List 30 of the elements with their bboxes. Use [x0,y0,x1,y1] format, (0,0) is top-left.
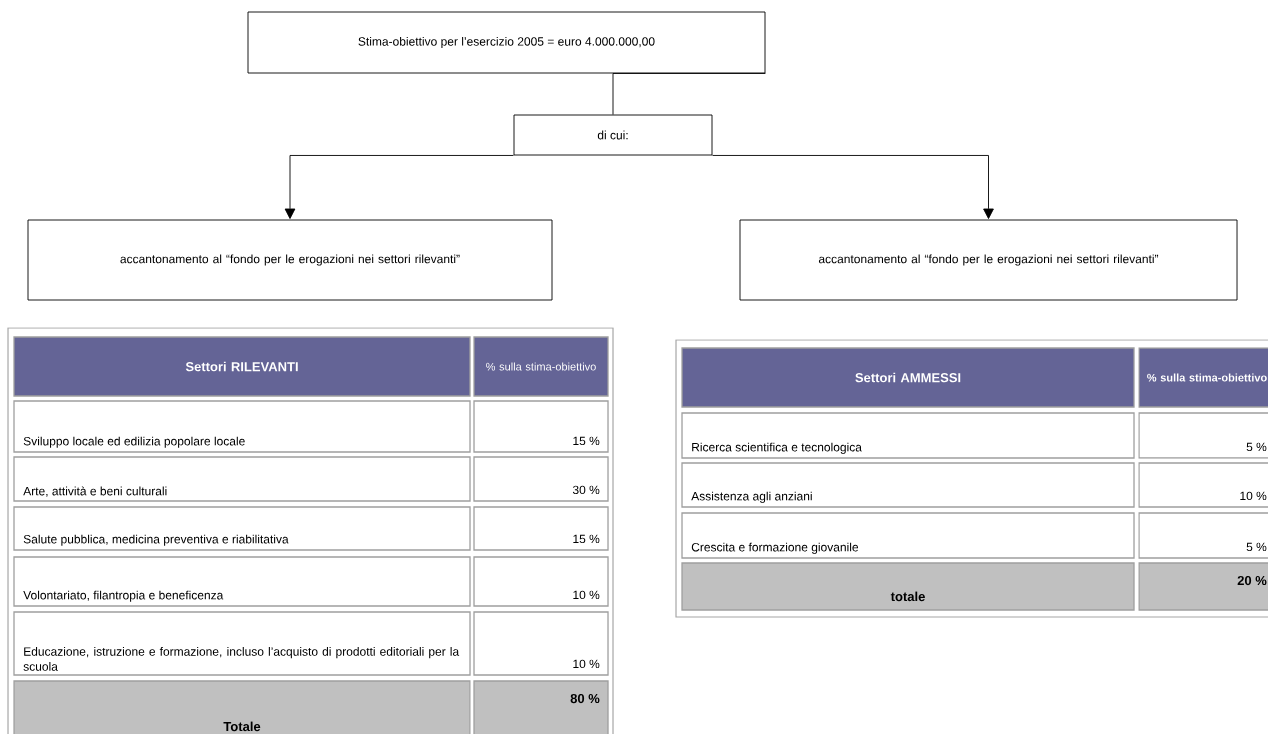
table-cell: 15 % [473,506,609,551]
text-box: accantonamento al “fondo per le erogazioni nei settori rilevanti” [27,219,553,301]
table-cell: Crescita e formazione giovanile [681,512,1135,559]
table-cell: Assistenza agli anziani [681,462,1135,508]
table-cell: Educazione, istruzione e formazione, incluso l’acquisto di prodotti editoriali per la scuola [13,611,471,676]
header-cell: % sulla stima-obiettivo [473,336,609,397]
total-cell: totale [681,562,1135,611]
table-cell: 30 % [473,456,609,502]
text-box: di cui: [513,114,713,156]
header-cell: Settori AMMESSI [681,347,1135,408]
header-cell: % sulla stima-obiettivo [1138,347,1268,408]
table-cell: Salute pubblica, medicina preventiva e riabilitativa [13,506,471,551]
text-box: Stima-obiettivo per l’esercizio 2005 = euro 4.000.000,00 [247,11,766,74]
table-cell: 15 % [473,400,609,453]
total-cell: Totale [13,680,471,734]
total-cell: 20 % [1138,562,1268,611]
table-cell: Arte, attività e beni culturali [13,456,471,502]
table-cell: Ricerca scientifica e tecnologica [681,412,1135,459]
arrow [712,155,994,219]
arrow [284,155,514,219]
table-cell: Volontariato, filantropia e beneficenza [13,556,471,607]
header-cell: Settori RILEVANTI [13,336,471,397]
total-cell: 80 % [473,680,609,734]
table-cell: 5 % [1138,412,1268,459]
table-cell: 10 % [473,556,609,607]
text-box: accantonamento al “fondo per le erogazioni nei settori rilevanti” [739,219,1238,301]
table-cell: 10 % [473,611,609,676]
table-cell: Sviluppo locale ed edilizia popolare locale [13,400,471,453]
table-cell: 5 % [1138,512,1268,559]
table-cell: 10 % [1138,462,1268,508]
